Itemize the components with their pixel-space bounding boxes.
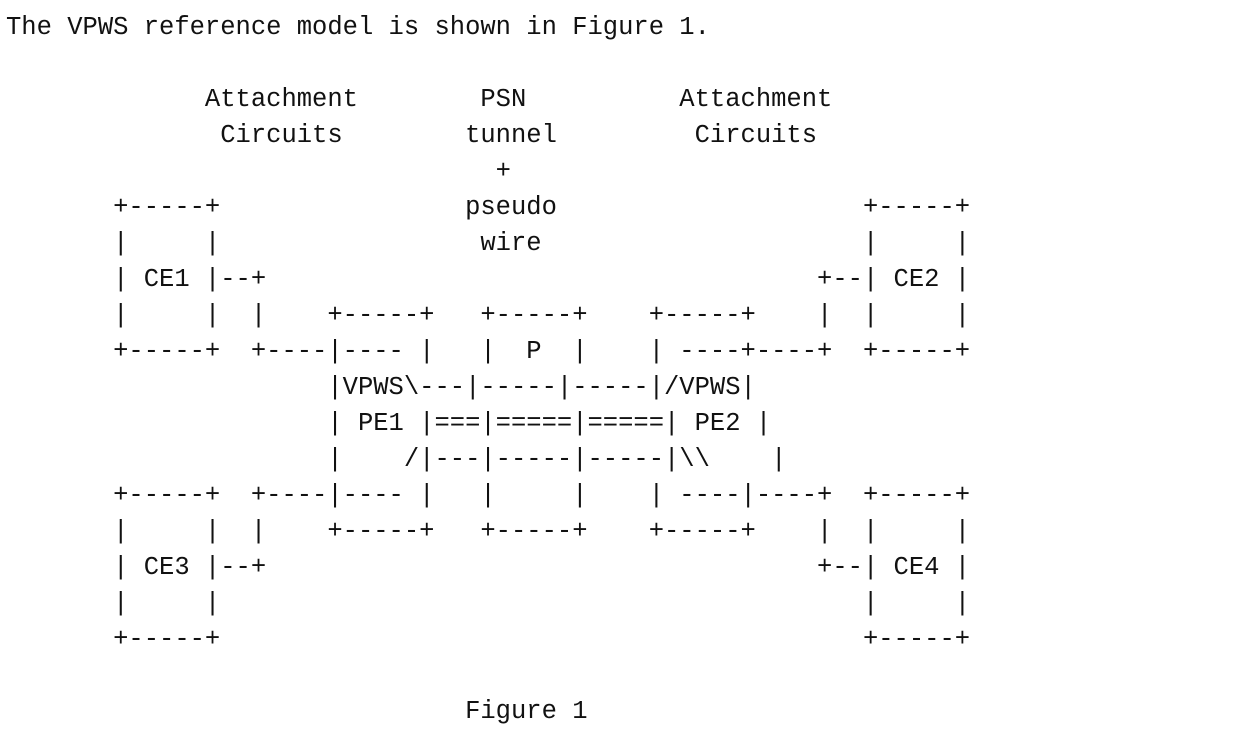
figure-line-ce-bottom-inner: | | | | xyxy=(6,589,971,618)
figure-header-circuits-tunnel: Circuits tunnel Circuits xyxy=(6,121,818,150)
figure-line-wire: | | wire | | xyxy=(6,229,971,258)
document-body: The VPWS reference model is shown in Fig… xyxy=(6,10,1242,744)
figure-caption: Figure 1 xyxy=(6,697,588,726)
figure-line-pseudowire-lower: | /|---|-----|-----|\\ | xyxy=(6,445,787,474)
figure-line-pseudo: +-----+ pseudo +-----+ xyxy=(6,193,971,222)
figure-line-vpws: |VPWS\---|-----|-----|/VPWS| xyxy=(6,373,756,402)
figure-line-ce3-ce4: | CE3 |--+ +--| CE4 | xyxy=(6,553,971,582)
figure-line-lower-links: +-----+ +----|---- | | | | ----|----+ +-… xyxy=(6,481,971,510)
figure-header-plus: + xyxy=(6,157,511,186)
figure-line-blank-2 xyxy=(6,658,1242,694)
figure-line-pe-bottom: | | | +-----+ +-----+ +-----+ | | | xyxy=(6,517,971,546)
figure-line-ce1-ce2: | CE1 |--+ +--| CE2 | xyxy=(6,265,971,294)
intro-sentence: The VPWS reference model is shown in Fig… xyxy=(6,13,710,42)
figure-header-attachment-psn: Attachment PSN Attachment xyxy=(6,85,833,114)
figure-line-pe-top: | | | +-----+ +-----+ +-----+ | | | xyxy=(6,301,971,330)
figure-line-p-router: +-----+ +----|---- | | P | | ----+----+ … xyxy=(6,337,971,366)
figure-line-blank xyxy=(6,46,1242,82)
figure-line-ce-bottom: +-----+ +-----+ xyxy=(6,625,971,654)
figure-line-pe1-pe2: | PE1 |===|=====|=====| PE2 | xyxy=(6,409,772,438)
